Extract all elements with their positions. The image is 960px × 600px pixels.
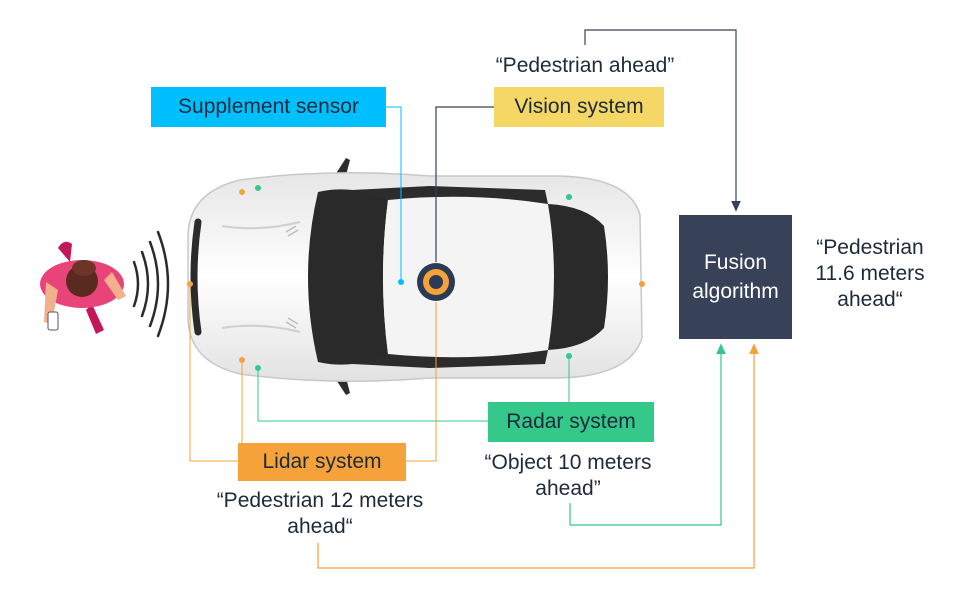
vision-quote-line: “Pedestrian ahead” xyxy=(495,54,675,77)
radar-system-connector xyxy=(257,368,488,422)
radar-quote: “Object 10 meters ahead” xyxy=(468,450,668,502)
fusion-algorithm-box: Fusion algorithm xyxy=(679,215,792,339)
lidar-front-connector xyxy=(189,284,238,462)
vision-system-text: Vision system xyxy=(514,95,644,118)
lidar-quote-line-2: ahead“ xyxy=(287,515,353,538)
lidar-quote: “Pedestrian 12 meters ahead“ xyxy=(200,488,440,540)
supplement-sensor-connector xyxy=(386,106,402,282)
fusion-quote: “Pedestrian 11.6 meters ahead“ xyxy=(805,235,935,313)
supplement-sensor-text: Supplement sensor xyxy=(178,95,359,118)
lidar-quote-line-1: “Pedestrian 12 meters xyxy=(216,489,424,512)
signal-waves-icon xyxy=(132,230,170,338)
lidar-system-text: Lidar system xyxy=(262,450,382,473)
car-top-view xyxy=(187,158,645,395)
fusion-line-2: algorithm xyxy=(692,280,779,303)
radar-quote-line-2: ahead” xyxy=(535,477,601,500)
fusion-line-1: Fusion xyxy=(703,251,768,274)
vision-to-fusion-arrow xyxy=(584,29,741,212)
fusion-quote-line-1: “Pedestrian xyxy=(816,236,924,259)
radar-to-fusion-arrow xyxy=(569,343,726,526)
radar-system-label: Radar system xyxy=(488,402,654,442)
lidar-roof-connector xyxy=(406,302,437,462)
vision-system-connector xyxy=(435,106,494,262)
vision-quote: “Pedestrian ahead” xyxy=(470,53,700,79)
pedestrian-figure xyxy=(40,241,126,334)
fusion-quote-line-2: 11.6 meters xyxy=(815,262,925,285)
radar-system-text: Radar system xyxy=(506,410,636,433)
lidar-to-fusion-arrow xyxy=(317,343,759,569)
vision-system-label: Vision system xyxy=(494,87,664,127)
fusion-quote-line-3: ahead“ xyxy=(837,288,903,311)
radar-quote-line-1: “Object 10 meters xyxy=(484,451,652,474)
supplement-sensor-label: Supplement sensor xyxy=(151,87,386,127)
lidar-system-label: Lidar system xyxy=(238,443,406,481)
